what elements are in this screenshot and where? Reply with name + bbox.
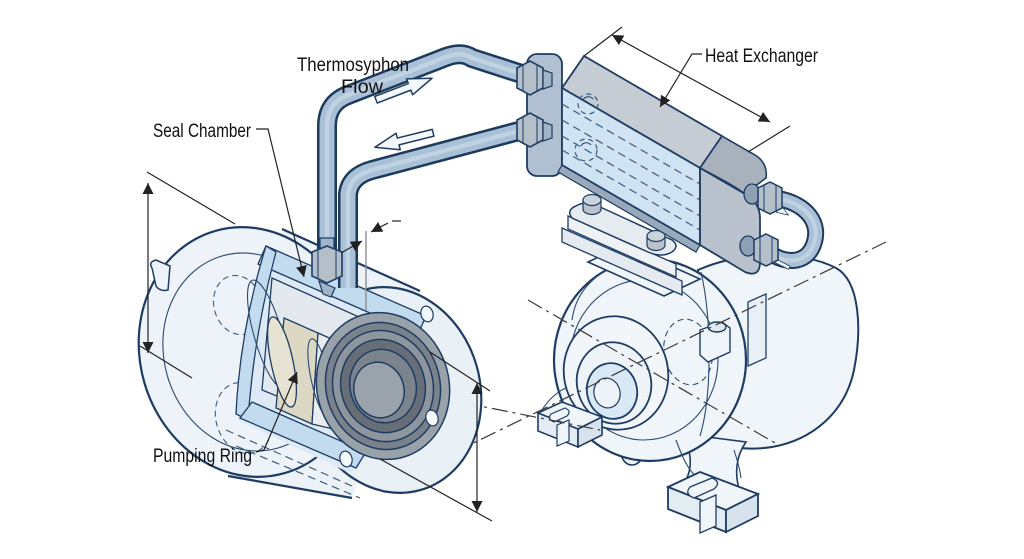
dimension-seal-chamber-left	[139, 171, 236, 379]
dimension-seal-chamber-right	[379, 351, 493, 522]
return-pipe	[338, 117, 537, 288]
dimension-fitting-gap	[340, 220, 401, 310]
flange-bolt-hole	[425, 409, 439, 427]
hx-baffle-symbol	[577, 93, 599, 115]
heat-exchanger	[526, 53, 825, 275]
pump-casing	[535, 244, 860, 534]
label-heat-exchanger: Heat Exchanger	[705, 46, 819, 67]
seal-chamber-leader	[256, 128, 307, 278]
hx-right-hex-nut	[753, 233, 779, 267]
heat-exchanger-leader	[659, 53, 702, 108]
pump-foot-right	[665, 471, 761, 534]
pump-boss	[699, 321, 731, 363]
flange-bolt-hole	[339, 450, 353, 468]
pump-axis-centerline	[454, 241, 887, 453]
hx-tube-line	[561, 135, 701, 217]
hx-tube-line	[561, 149, 701, 231]
hx-left-hex-nut	[516, 60, 553, 96]
pump-foot-left	[535, 401, 604, 449]
dimension-heat-exchanger	[583, 26, 791, 153]
mounting-bracket	[561, 193, 683, 296]
hx-tube-line	[561, 119, 701, 201]
flange-bolt-hole	[420, 305, 434, 323]
pump-rib-plate	[747, 292, 767, 368]
gland-ring-stack	[315, 311, 451, 461]
hx-tube-line	[561, 103, 701, 185]
hx-baffle-symbol	[574, 138, 598, 162]
label-thermosyphon: Thermosyphon	[297, 55, 409, 76]
seal-chamber-bottom-edge	[227, 474, 353, 500]
pumping-ring-leader	[255, 371, 298, 453]
hx-right-hex-nut	[757, 181, 783, 215]
seal-chamber-assembly	[137, 226, 483, 500]
hx-u-bend-pipe	[765, 189, 825, 269]
centerlines	[434, 241, 887, 453]
pipe-fittings	[311, 60, 553, 298]
label-seal-chamber: Seal Chamber	[153, 121, 252, 142]
bracket-bolt	[646, 229, 666, 252]
supply-pipe	[317, 44, 538, 262]
pumping-ring-face	[266, 316, 298, 408]
hx-left-hex-nut	[516, 112, 553, 148]
label-pumping-ring: Pumping Ring	[153, 446, 252, 467]
seal-chamber-fitting	[311, 237, 343, 298]
pump-cross-centerline	[527, 299, 776, 444]
annotations: Thermosyphon Flow Heat Exchanger Seal Ch…	[139, 26, 819, 522]
thermosyphon-pipes	[317, 44, 538, 288]
bracket-bolt	[582, 193, 602, 216]
label-thermosyphon-flow: Flow	[341, 77, 383, 98]
